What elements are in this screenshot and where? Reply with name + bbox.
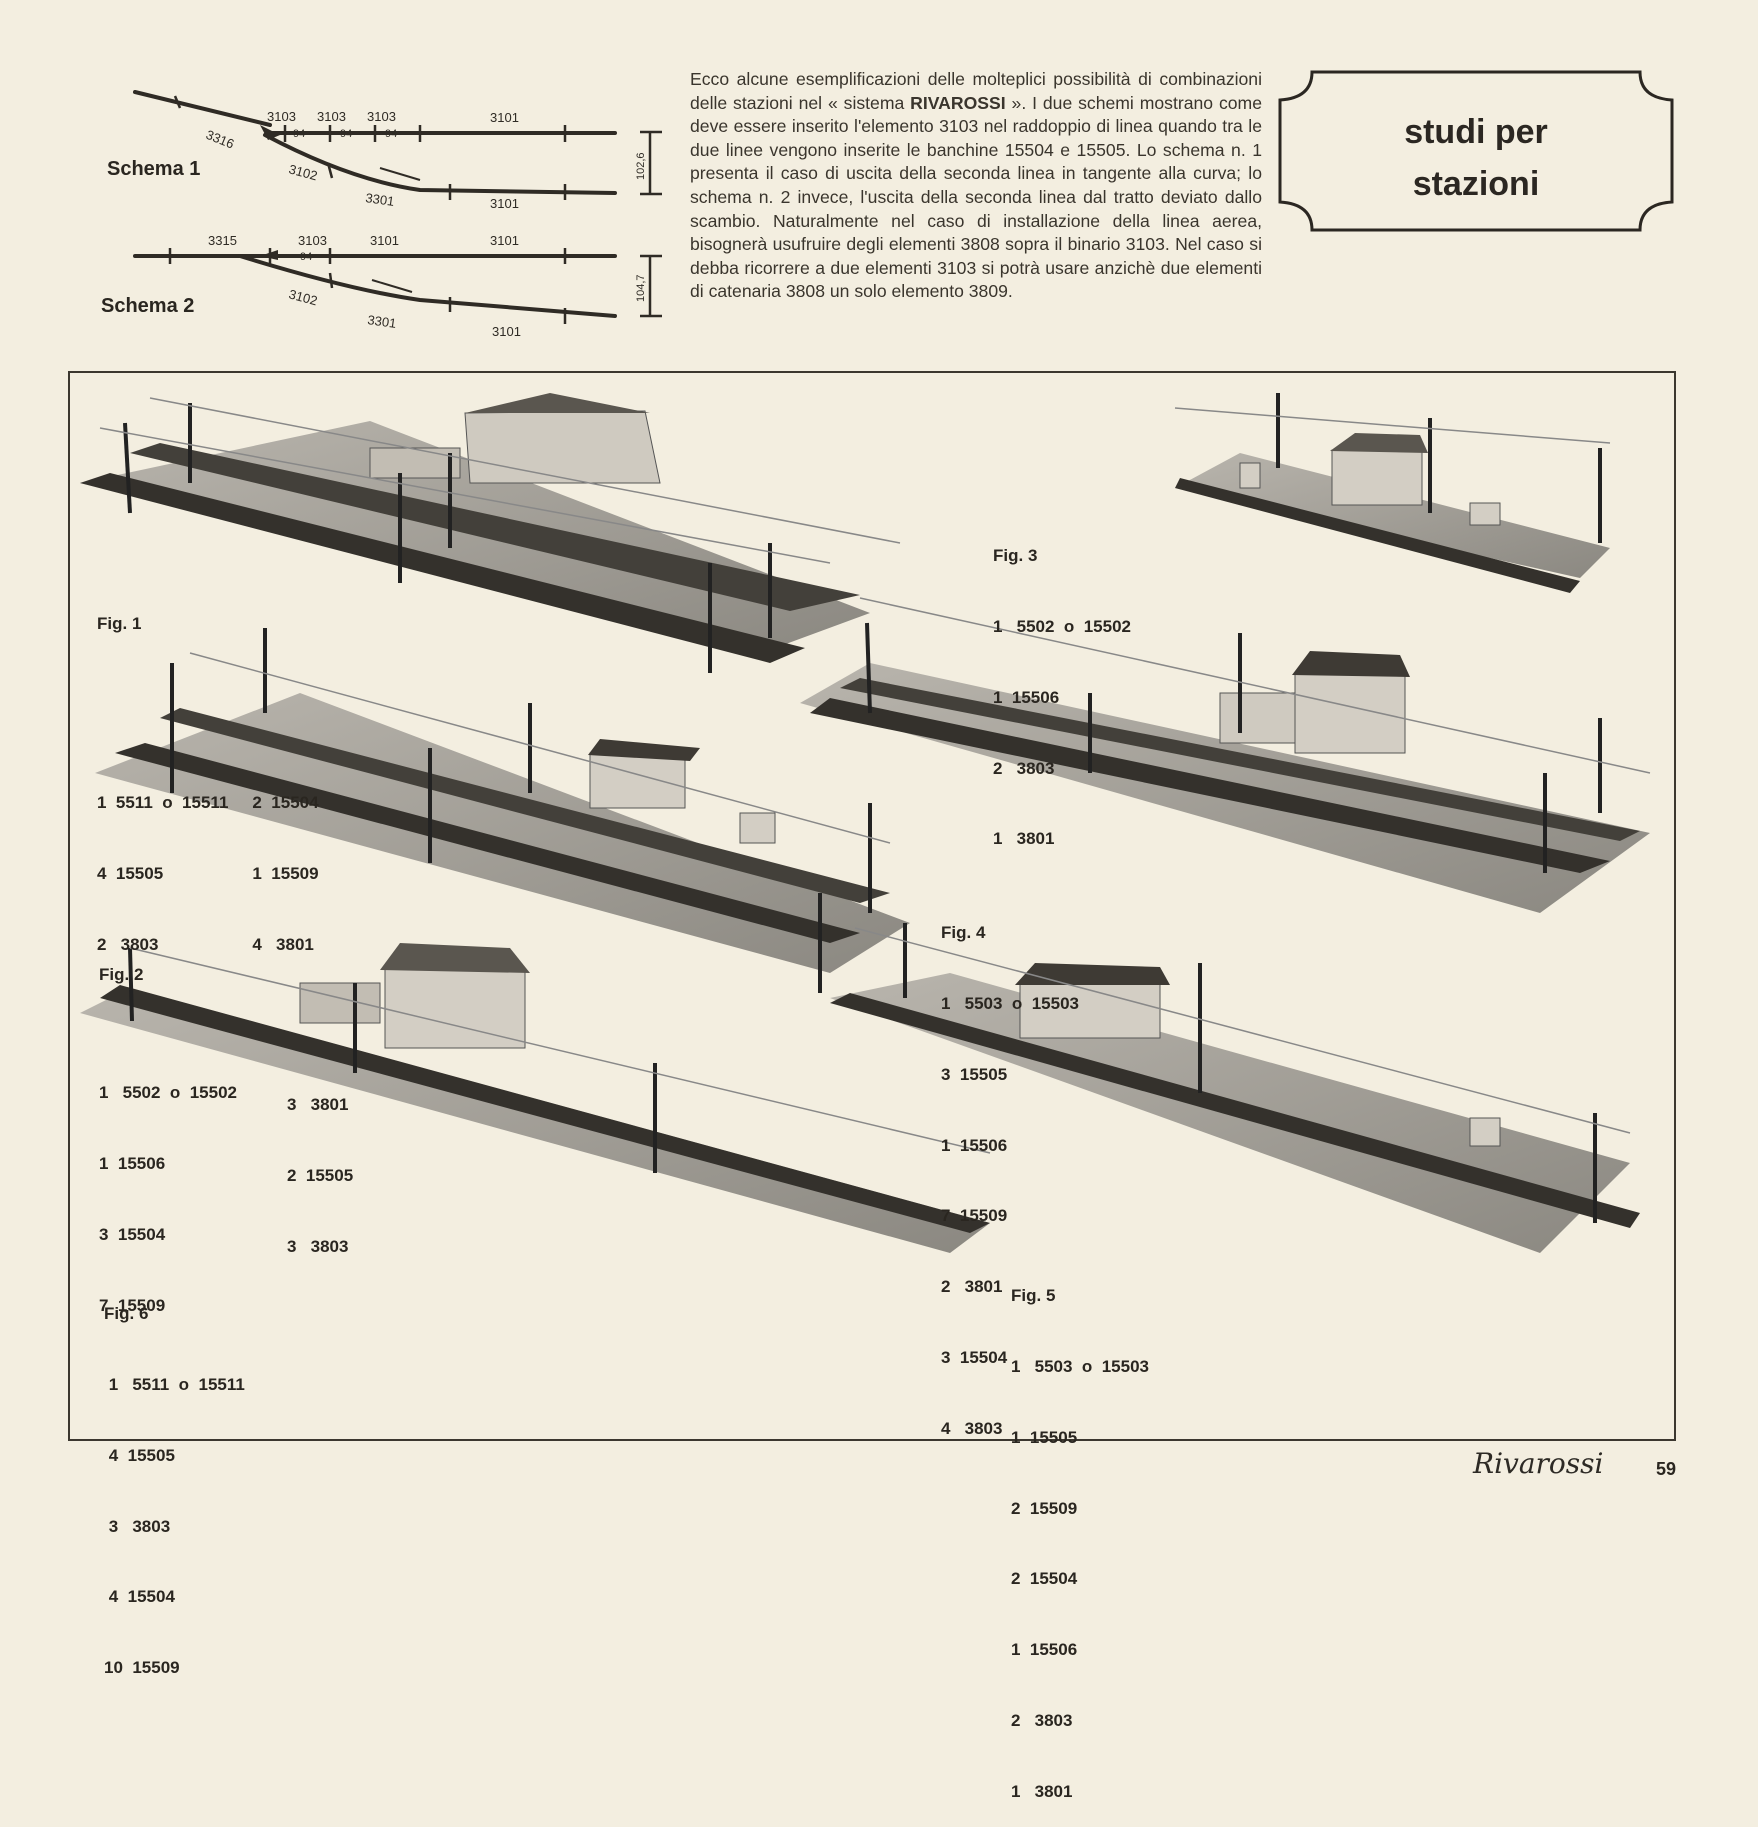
fig1-item: 2 3803 (97, 934, 159, 954)
schema2-label-a: 3315 (208, 233, 237, 248)
fig4-item: 3 15504 (941, 1347, 1008, 1367)
schema1-sub-b: 94 (340, 128, 352, 140)
fig5-title: Fig. 5 (1011, 1286, 1056, 1306)
schema1-sub-c: 94 (385, 128, 397, 140)
intro-part1: Ecco alcune esemplificazioni delle molte… (690, 69, 1262, 113)
fig6-photo (80, 943, 991, 1253)
schema2-label-b: 3103 (298, 233, 327, 248)
fig2-item: 7 15509 (99, 1295, 166, 1315)
fig6-item: 1 5511 o 15511 (104, 1374, 245, 1394)
fig3-caption: Fig. 3 1 5502 o 15502 1 15506 2 3803 1 3… (993, 497, 1131, 875)
title-line2: stazioni (1412, 165, 1540, 203)
schema1-label-a: 3103 (267, 109, 296, 124)
fig2-photo (95, 628, 910, 993)
fig1-title: Fig. 1 (97, 614, 142, 634)
fig6-item: 4 15505 (104, 1445, 175, 1465)
page-number: 59 (1656, 1459, 1677, 1479)
schema1-curve-track (263, 133, 617, 195)
photo-frame (68, 371, 1676, 1441)
schema2-label: Schema 2 (101, 295, 195, 317)
track-schemas: 3103 3103 3103 3101 94 94 94 3316 3102 3… (133, 90, 662, 339)
fig4-item: 1 15506 (941, 1135, 1008, 1155)
fig2-item: 2 15505 (287, 1165, 354, 1185)
schema1-sub-a: 94 (293, 128, 305, 140)
fig5-item: 2 15509 (1011, 1498, 1078, 1518)
schema2-label-c: 3101 (370, 233, 399, 248)
fig6-title: Fig. 6 (104, 1304, 149, 1324)
fig4-item: 2 3801 (941, 1277, 1003, 1297)
fig2-caption: Fig. 2 1 5502 o 15502 1 15506 3 15504 7 … (99, 916, 353, 1314)
schema1-curve-a: 3316 (204, 127, 236, 152)
station-photos (80, 393, 1651, 1253)
schema1-diverging-track (133, 90, 272, 127)
fig3-item: 1 5502 o 15502 (993, 616, 1131, 636)
fig1-item: 4 15505 (97, 864, 164, 884)
schema2-sub-a: 94 (300, 251, 312, 263)
fig3-title: Fig. 3 (993, 546, 1038, 566)
fig4-photo (800, 597, 1651, 913)
fig5-item: 1 5503 o 15503 (1011, 1356, 1149, 1376)
fig6-item: 4 15504 (104, 1587, 175, 1607)
fig5-photo (830, 923, 1640, 1253)
fig3-photo (1174, 393, 1611, 593)
schema1-label-d: 3101 (490, 110, 519, 125)
fig6-caption: Fig. 6 1 5511 o 15511 4 15505 3 3803 4 1… (104, 1255, 245, 1703)
brand-logo: Rivarossi (1473, 1447, 1604, 1480)
schema2-dimension: 104,7 (635, 274, 647, 302)
fig5-item: 1 3801 (1011, 1781, 1073, 1801)
fig1-item: 2 15504 (252, 793, 319, 813)
schema1-label: Schema 1 (107, 158, 201, 180)
title-line1: studi per (1404, 113, 1548, 151)
fig5-item: 1 15505 (1011, 1427, 1078, 1447)
fig5-item: 2 15504 (1011, 1569, 1078, 1589)
fig5-caption: Fig. 5 1 5503 o 15503 1 15505 2 15509 2 … (1011, 1237, 1149, 1827)
fig1-caption: Fig. 1 1 5511 o 15511 4 15505 2 3803 2 1… (97, 565, 319, 954)
fig2-item: 1 15506 (99, 1153, 166, 1173)
fig3-item: 2 3803 (993, 758, 1055, 778)
fig2-item: 3 3801 (287, 1095, 349, 1115)
page-title: studi per stazioni (1277, 106, 1675, 210)
fig1-photo (80, 393, 901, 673)
fig3-item: 1 15506 (993, 687, 1060, 707)
schema2-curve-track (238, 254, 617, 318)
schema1-curve-b: 3102 (287, 161, 319, 183)
schema1-dimension: 102,6 (635, 152, 647, 180)
fig5-item: 2 3803 (1011, 1710, 1073, 1730)
schema1-label-c: 3103 (367, 109, 396, 124)
schema1-label-b: 3103 (317, 109, 346, 124)
fig4-title: Fig. 4 (941, 923, 986, 943)
fig4-item: 3 15505 (941, 1064, 1008, 1084)
fig2-item: 1 5502 o 15502 (99, 1083, 237, 1103)
schema1-bottom: 3101 (490, 196, 519, 211)
fig1-item: 1 5511 o 15511 (97, 793, 229, 813)
fig4-item: 7 15509 (941, 1206, 1008, 1226)
schema2-curve-b: 3301 (367, 312, 398, 331)
title-frame (1278, 70, 1674, 232)
fig2-item: 3 3803 (287, 1236, 349, 1256)
schema1-curve-c: 3301 (365, 190, 396, 209)
intro-paragraph: Ecco alcune esemplificazioni delle molte… (690, 68, 1262, 304)
fig4-item: 1 5503 o 15503 (941, 993, 1079, 1013)
fig2-item: 3 15504 (99, 1224, 166, 1244)
fig5-item: 1 15506 (1011, 1640, 1078, 1660)
fig1-item: 1 15509 (252, 864, 319, 884)
schema2-bottom: 3101 (492, 324, 521, 339)
fig4-caption: Fig. 4 1 5503 o 15503 3 15505 1 15506 7 … (941, 874, 1079, 1464)
schema2-label-d: 3101 (490, 233, 519, 248)
fig3-item: 1 3801 (993, 829, 1055, 849)
fig1-item: 4 3801 (252, 934, 314, 954)
intro-brand: RIVAROSSI (910, 92, 1006, 113)
fig6-item: 3 3803 (104, 1516, 171, 1536)
fig6-item: 10 15509 (104, 1658, 180, 1678)
fig4-item: 4 3803 (941, 1418, 1003, 1438)
schema2-curve-a: 3102 (287, 286, 319, 308)
intro-part2: ». I due schemi mostrano come deve esser… (690, 92, 1262, 302)
fig2-title: Fig. 2 (99, 965, 144, 985)
